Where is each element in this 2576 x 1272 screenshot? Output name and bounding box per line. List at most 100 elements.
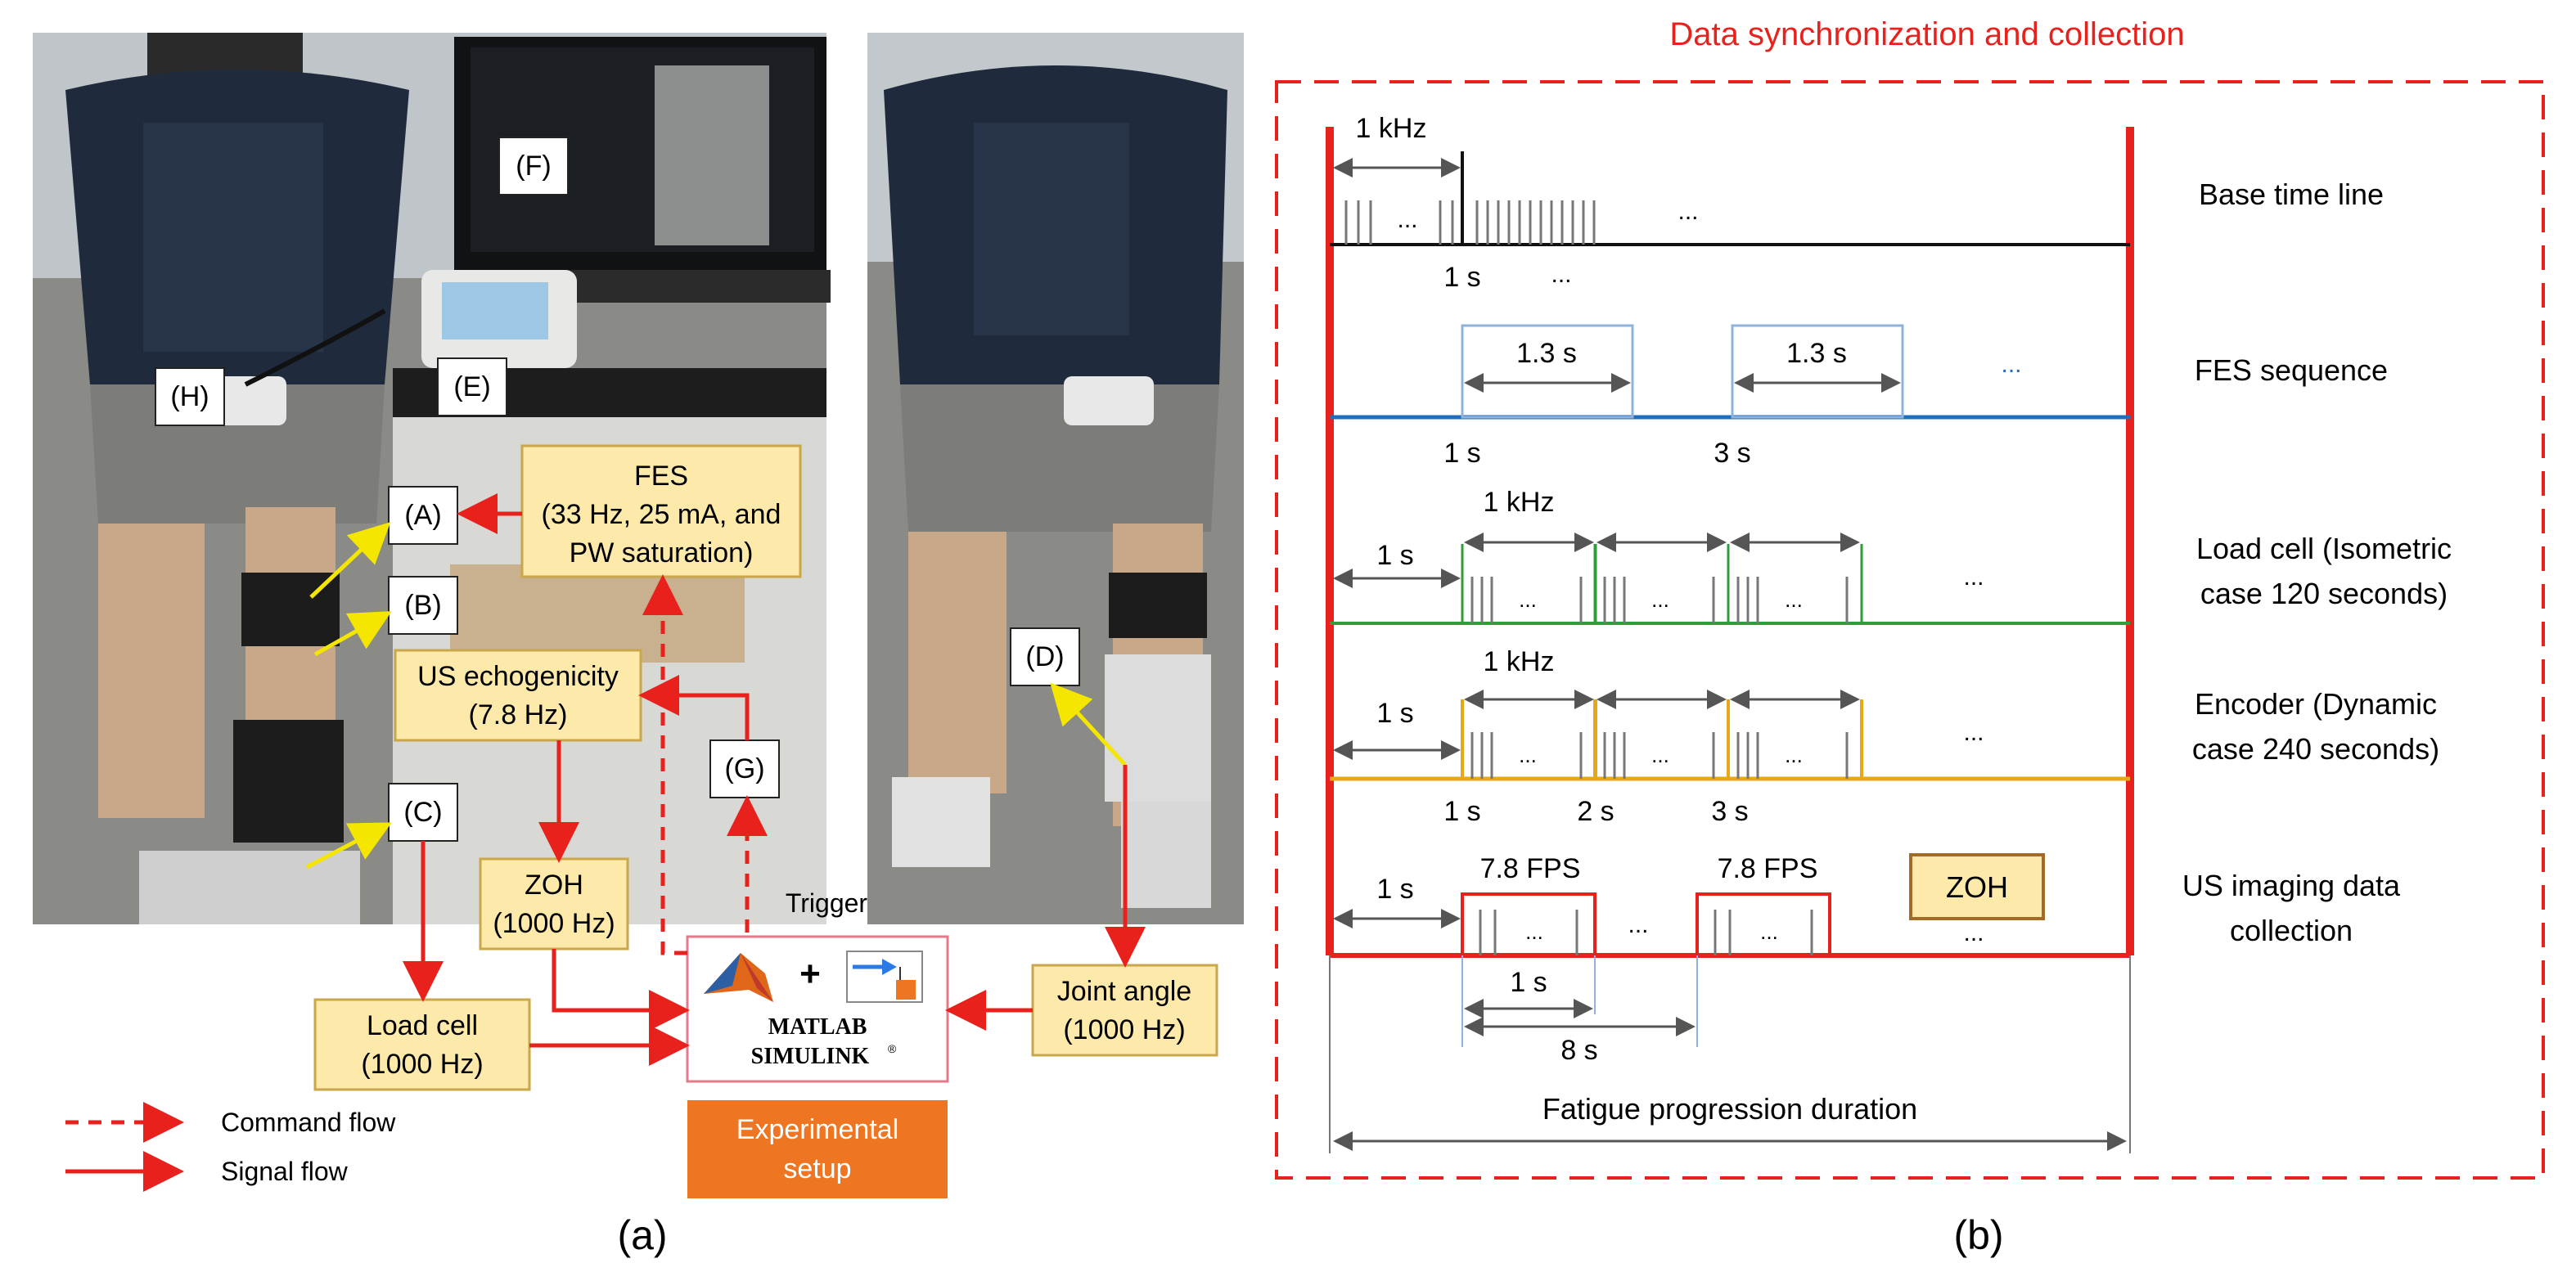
us-box-line2: (7.8 Hz) bbox=[469, 699, 568, 730]
fes-box-line1: FES bbox=[634, 461, 688, 492]
base-freq-label: 1 kHz bbox=[1356, 113, 1427, 144]
caption-b: (b) bbox=[1953, 1212, 2003, 1258]
base-1s-label: 1 s bbox=[1443, 262, 1480, 293]
panel-b-title: Data synchronization and collection bbox=[1669, 16, 2184, 52]
row-encoder: ......... 1 s 1 kHz ... 1 s 2 s 3 s Enco… bbox=[1330, 646, 2439, 827]
base-timeline-label: Base time line bbox=[2199, 178, 2384, 211]
label-F-text: (F) bbox=[516, 151, 551, 182]
label-A: (A) bbox=[388, 486, 458, 545]
us-dots-2: ... bbox=[1963, 919, 1984, 946]
experimental-setup-line1: Experimental bbox=[736, 1114, 898, 1145]
encoder-t2: 2 s bbox=[1577, 796, 1614, 827]
encoder-freq-label: 1 kHz bbox=[1484, 646, 1555, 677]
matlab-label: MATLAB bbox=[768, 1014, 867, 1040]
joint-angle-box-line2: (1000 Hz) bbox=[1063, 1014, 1185, 1045]
us-label-2: collection bbox=[2230, 914, 2353, 947]
encoder-label-1: Encoder (Dynamic bbox=[2195, 687, 2437, 721]
load-cell-box: Load cell (1000 Hz) bbox=[313, 998, 531, 1091]
simulink-logo-icon bbox=[846, 951, 923, 1003]
label-D-text: (D) bbox=[1025, 641, 1064, 672]
joint-angle-box-line1: Joint angle bbox=[1057, 976, 1191, 1007]
load-freq-label: 1 kHz bbox=[1484, 487, 1555, 518]
row-load-cell: ......... 1 s 1 kHz ... Load cell (Isome… bbox=[1330, 487, 2452, 625]
fatigue-progression: Fatigue progression duration bbox=[1329, 955, 2131, 1153]
fes-width-1: 1.3 s bbox=[1516, 338, 1577, 369]
experimental-setup-box: Experimental setup bbox=[687, 1100, 948, 1198]
encoder-t1: 1 s bbox=[1443, 796, 1480, 827]
panel-b-frame bbox=[1275, 80, 2545, 1180]
load-offset-label: 1 s bbox=[1376, 540, 1413, 571]
signal-arrows bbox=[403, 493, 1146, 1066]
us-label-1: US imaging data bbox=[2182, 869, 2401, 902]
fatigue-label: Fatigue progression duration bbox=[1542, 1092, 1917, 1126]
us-period-label: 8 s bbox=[1560, 1035, 1597, 1066]
label-E-text: (E) bbox=[453, 371, 490, 402]
encoder-t3: 3 s bbox=[1711, 796, 1748, 827]
us-fps-2: 7.8 FPS bbox=[1718, 853, 1818, 884]
load-dots: ... bbox=[1963, 564, 1984, 591]
us-window-1 bbox=[1461, 892, 1596, 957]
encoder-segments: ......... bbox=[1461, 690, 1863, 779]
us-box-line1: US echogenicity bbox=[417, 661, 619, 692]
load-label-1: Load cell (Isometric bbox=[2196, 532, 2452, 565]
encoder-label-2: case 240 seconds) bbox=[2192, 732, 2439, 766]
row-base-timeline: 1 kHz ... ... 1 s ... Base time line bbox=[1330, 113, 2384, 293]
row-fes-sequence: 1.3 s 1.3 s 1 s 3 s ... FES sequence bbox=[1330, 324, 2388, 469]
encoder-offset-label: 1 s bbox=[1376, 698, 1413, 729]
zoh-box-line1: ZOH bbox=[525, 870, 583, 901]
fes-t2: 3 s bbox=[1714, 438, 1750, 469]
label-A-text: (A) bbox=[404, 500, 441, 531]
fes-box-line2: (33 Hz, 25 mA, and bbox=[542, 499, 781, 530]
us-width-label: 1 s bbox=[1510, 967, 1547, 998]
load-tick-dots: ... bbox=[1785, 587, 1803, 612]
base-ticks bbox=[1344, 200, 1596, 245]
label-B: (B) bbox=[388, 576, 458, 635]
label-B-text: (B) bbox=[404, 590, 441, 621]
load-label-2: case 120 seconds) bbox=[2200, 577, 2448, 610]
caption-a: (a) bbox=[617, 1212, 667, 1258]
fes-pulse-1 bbox=[1461, 324, 1634, 419]
legend-signal-flow: Signal flow bbox=[221, 1157, 349, 1186]
encoder-tick-dots: ... bbox=[1785, 743, 1803, 767]
load-tick-dots: ... bbox=[1519, 587, 1537, 612]
legend-command-flow: Command flow bbox=[221, 1108, 396, 1137]
experimental-setup-line2: setup bbox=[783, 1153, 851, 1184]
label-E: (E) bbox=[437, 357, 507, 416]
row-us-imaging: ...... 7.8 FPS 7.8 FPS 1 s ... ZOH ... U… bbox=[1330, 853, 2401, 1066]
us-zoh-box bbox=[1909, 853, 2045, 920]
label-C-text: (C) bbox=[403, 797, 442, 828]
us-tick-dots: ... bbox=[1525, 919, 1543, 944]
fes-sequence-label: FES sequence bbox=[2195, 353, 2388, 387]
load-segments: ......... bbox=[1461, 533, 1863, 623]
fes-box-line3: PW saturation) bbox=[570, 537, 754, 569]
photo-right bbox=[867, 33, 1244, 924]
label-F: (F) bbox=[498, 137, 569, 196]
us-zoh-label: ZOH bbox=[1946, 870, 2008, 904]
command-arrows bbox=[642, 574, 768, 955]
us-fps-1: 7.8 FPS bbox=[1480, 853, 1581, 884]
base-dots-3: ... bbox=[1551, 261, 1571, 288]
label-H-text: (H) bbox=[170, 381, 209, 412]
load-cell-box-line2: (1000 Hz) bbox=[361, 1049, 483, 1080]
registered-mark: ® bbox=[888, 1042, 897, 1055]
simulink-label: SIMULINK bbox=[751, 1044, 870, 1069]
matlab-logo-icon bbox=[704, 953, 773, 1002]
fes-dots: ... bbox=[2001, 351, 2021, 378]
trigger-label: Trigger bbox=[786, 888, 868, 918]
load-cell-box-line1: Load cell bbox=[367, 1010, 478, 1041]
fes-pulse-2 bbox=[1731, 324, 1904, 419]
fes-width-2: 1.3 s bbox=[1786, 338, 1847, 369]
load-tick-dots: ... bbox=[1651, 587, 1669, 612]
yellow-pointers bbox=[305, 522, 1127, 870]
base-dots-2: ... bbox=[1678, 198, 1698, 225]
label-D: (D) bbox=[1010, 627, 1080, 686]
encoder-tick-dots: ... bbox=[1519, 743, 1537, 767]
legend: Command flow Signal flow bbox=[65, 1102, 396, 1192]
zoh-box: ZOH (1000 Hz) bbox=[479, 857, 629, 951]
us-offset-label: 1 s bbox=[1376, 874, 1413, 905]
us-dots: ... bbox=[1628, 911, 1648, 938]
us-echogenicity-box: US echogenicity (7.8 Hz) bbox=[394, 649, 642, 742]
label-G: (G) bbox=[709, 739, 780, 798]
us-window-2 bbox=[1696, 892, 1831, 957]
